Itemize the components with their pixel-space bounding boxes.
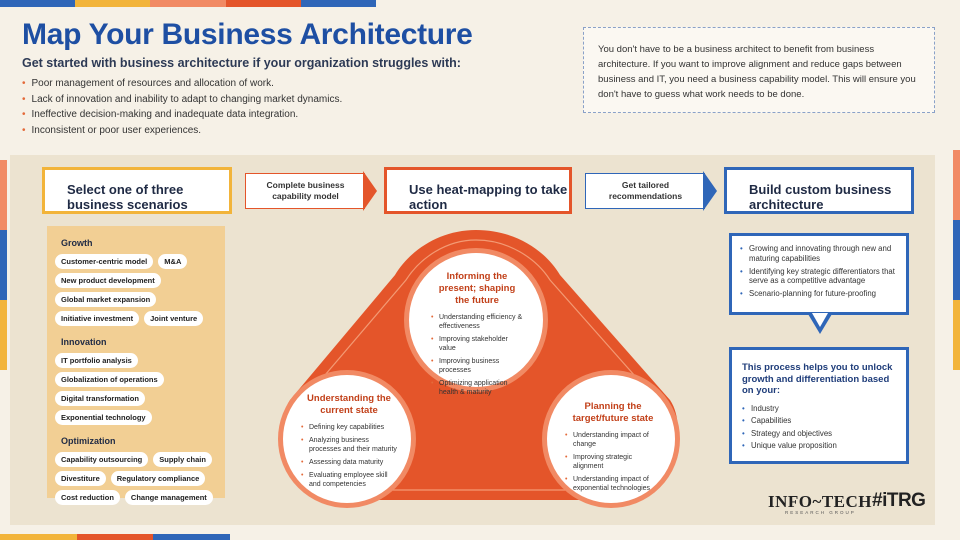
scenario-tag: Global market expansion xyxy=(55,292,157,307)
architecture-item: Identifying key strategic differentiator… xyxy=(740,267,898,287)
circle-item: Analyzing business processes and their m… xyxy=(301,436,397,454)
circle-item: Improving strategic alignment xyxy=(565,453,661,471)
architecture-benefits-box: Growing and innovating through new and m… xyxy=(729,233,909,315)
itrg-logo: #iTRG xyxy=(872,490,926,511)
unlock-item: Capabilities xyxy=(742,415,896,428)
left-decor-stripe xyxy=(0,300,7,370)
step-select-scenario: Select one of three business scenarios xyxy=(42,167,232,214)
unlock-item: Unique value proposition xyxy=(742,440,896,453)
right-decor-stripe xyxy=(953,150,960,220)
struggles-list: Poor management of resources and allocat… xyxy=(22,76,343,139)
circle-item: Understanding impact of change xyxy=(565,431,661,449)
circle-current-state: Understanding the current state Defining… xyxy=(278,370,416,508)
unlock-growth-box: This process helps you to unlock growth … xyxy=(729,347,909,464)
circle-item: Improving stakeholder value xyxy=(431,335,523,353)
scenario-tag: Initiative investment xyxy=(55,311,140,326)
circle-item: Optimizing application health & maturity xyxy=(431,379,523,397)
arrow-tailored-recommendations: Get tailored recommendations xyxy=(585,173,705,209)
struggle-item: Lack of innovation and inability to adap… xyxy=(22,92,343,108)
struggle-item: Inconsistent or poor user experiences. xyxy=(22,123,342,139)
circle-title: Informing the present; shaping the futur… xyxy=(438,271,516,306)
arrow-complete-capability-model: Complete business capability model xyxy=(245,173,365,209)
circle-item: Improving business processes xyxy=(431,357,523,375)
speech-bubble-tail-inner xyxy=(812,313,828,327)
scenario-heading: Growth xyxy=(61,238,93,248)
scenario-tag: Customer-centric model xyxy=(55,254,154,269)
scenario-tag: Supply chain xyxy=(153,452,212,467)
scenario-group-optimization: Optimization Capability outsourcing Supp… xyxy=(55,436,217,505)
circle-title: Planning the target/future state xyxy=(572,401,654,424)
bottom-decor-stripe xyxy=(0,534,231,540)
circle-title: Understanding the current state xyxy=(307,393,391,416)
left-decor-stripe xyxy=(0,160,7,230)
scenario-group-innovation: Innovation IT portfolio analysis Globali… xyxy=(55,337,217,425)
scenario-group-growth: Growth Customer-centric model M&A New pr… xyxy=(55,238,217,326)
arrow-right-icon xyxy=(703,171,717,211)
unlock-title: This process helps you to unlock growth … xyxy=(742,362,893,396)
scenario-tag: Capability outsourcing xyxy=(55,452,149,467)
scenario-tag: Divestiture xyxy=(55,471,106,486)
scenario-panel: Growth Customer-centric model M&A New pr… xyxy=(47,226,225,505)
unlock-item: Industry xyxy=(742,403,896,416)
circle-item: Understanding efficiency & effectiveness xyxy=(431,313,523,331)
circle-item: Evaluating employee skill and competenci… xyxy=(301,471,397,489)
top-decor-stripe xyxy=(0,0,377,7)
circle-future-state: Planning the target/future state Underst… xyxy=(542,370,680,508)
scenario-tag: Digital transformation xyxy=(55,391,145,406)
circle-item: Assessing data maturity xyxy=(301,458,397,467)
scenario-tag: M&A xyxy=(158,254,188,269)
scenario-tag: Exponential technology xyxy=(55,410,152,425)
scenario-tag: New product development xyxy=(55,273,161,288)
arrow-right-icon xyxy=(363,171,377,211)
intro-box: You don't have to be a business architec… xyxy=(583,27,935,113)
scenario-tag: Cost reduction xyxy=(55,490,120,505)
scenario-tag: IT portfolio analysis xyxy=(55,353,138,368)
struggle-item: Poor management of resources and allocat… xyxy=(22,76,342,92)
struggle-item: Ineffective decision-making and inadequa… xyxy=(22,107,342,123)
heatmap-inner-outline xyxy=(295,239,665,491)
step-heat-mapping: Use heat-mapping to take action xyxy=(384,167,572,214)
right-decor-stripe xyxy=(953,300,960,370)
unlock-item: Strategy and objectives xyxy=(742,428,896,441)
left-decor-stripe xyxy=(0,230,7,300)
circle-item: Understanding impact of exponential tech… xyxy=(565,475,661,493)
scenario-tag: Change management xyxy=(124,490,213,505)
right-decor-stripe xyxy=(953,220,960,300)
circle-present-future: Informing the present; shaping the futur… xyxy=(404,248,548,396)
scenario-tag: Joint venture xyxy=(144,311,204,326)
scenario-heading: Innovation xyxy=(61,337,107,347)
circle-item: Defining key capabilities xyxy=(301,423,397,432)
step-build-architecture: Build custom business architecture xyxy=(724,167,914,214)
page-title: Map Your Business Architecture xyxy=(22,18,473,51)
scenario-heading: Optimization xyxy=(61,436,116,446)
architecture-item: Scenario-planning for future-proofing xyxy=(740,289,898,299)
page-subtitle: Get started with business architecture i… xyxy=(22,56,461,70)
scenario-tag: Regulatory compliance xyxy=(110,471,206,486)
infotech-logo: INFO~TECH xyxy=(768,492,873,511)
scenario-tag: Globalization of operations xyxy=(55,372,164,387)
architecture-item: Growing and innovating through new and m… xyxy=(740,244,898,264)
infotech-logo-subtitle: RESEARCH GROUP xyxy=(785,510,856,515)
